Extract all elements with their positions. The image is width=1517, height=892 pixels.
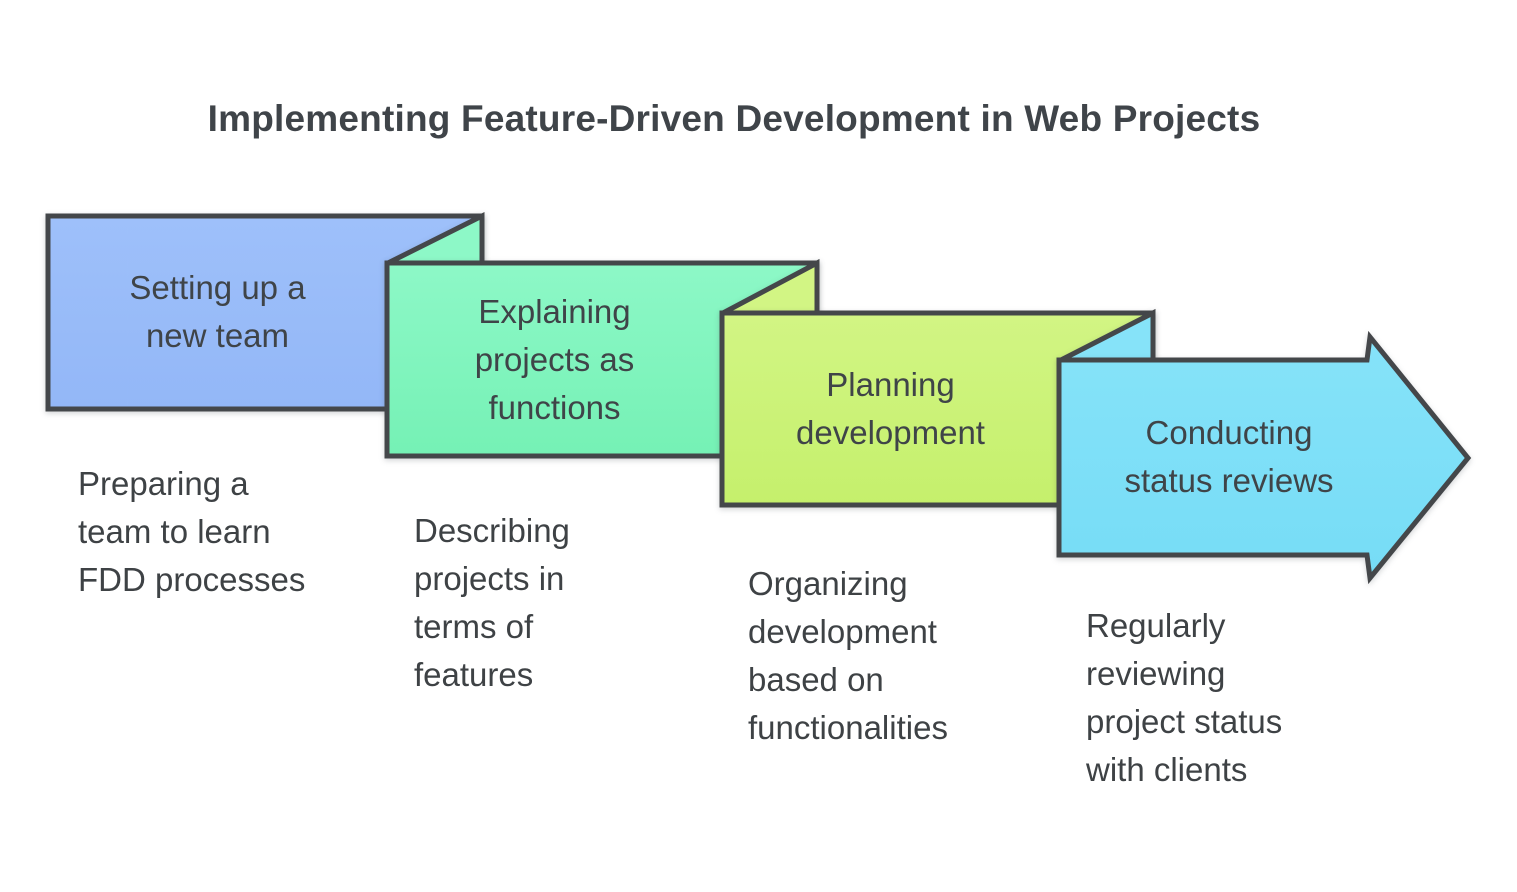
step2-description: Describing projects in terms of features <box>414 512 570 693</box>
step4-description: Regularly reviewing project status with … <box>1086 607 1283 788</box>
step1-label: Setting up a new team <box>129 269 306 354</box>
step4-arrow-shape <box>1056 330 1472 585</box>
step2-label: Explaining projects as functions <box>474 293 635 426</box>
page-title: Implementing Feature-Driven Development … <box>207 98 1261 139</box>
step3-description: Organizing development based on function… <box>748 565 948 746</box>
step1-description: Preparing a team to learn FDD processes <box>78 465 306 598</box>
step4-label: Conducting status reviews <box>1124 414 1334 499</box>
step3-label: Planning development <box>796 366 985 451</box>
